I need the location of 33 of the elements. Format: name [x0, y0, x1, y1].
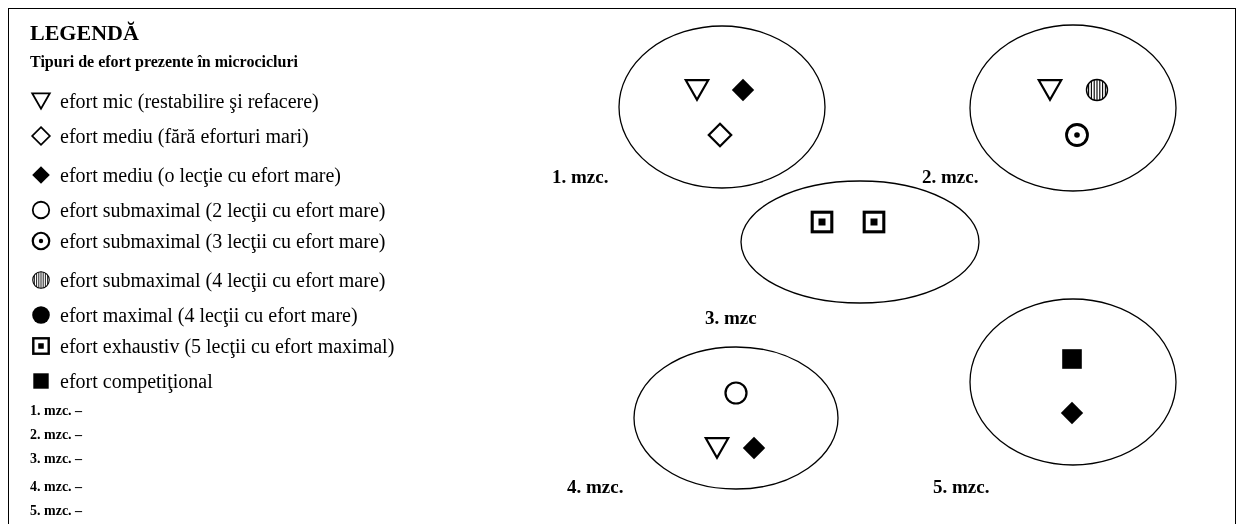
legend-text: efort mediu (o lecţie cu efort mare) — [60, 163, 341, 187]
cycle-caption: 2. mzc. — [922, 165, 979, 189]
cycle-label: 2. mzc. – — [30, 426, 83, 444]
circle-icon — [722, 379, 750, 407]
legend-text: efort submaximal (2 lecţii cu efort mare) — [60, 198, 386, 222]
cycle-caption: 4. mzc. — [567, 475, 624, 499]
triangle-icon — [1036, 76, 1064, 104]
triangle-icon — [703, 434, 731, 462]
legend-text: efort competiţional — [60, 369, 213, 393]
legend-text: efort submaximal (4 lecţii cu efort mare) — [60, 268, 386, 292]
cycle-caption: 1. mzc. — [552, 165, 609, 189]
cycle-label: 1. mzc. – — [30, 402, 83, 420]
legend-text: efort submaximal (3 lecţii cu efort mare) — [60, 229, 386, 253]
legend-heading: LEGENDĂ — [30, 20, 139, 46]
triangle-icon — [683, 76, 711, 104]
legend-text: efort mic (restabilire şi refacere) — [60, 89, 319, 113]
legend-text: efort maximal (4 lecţii cu efort mare) — [60, 303, 358, 327]
cycle-label: 5. mzc. – — [30, 502, 83, 520]
legend-subtitle: Tipuri de efort prezente în microcicluri — [30, 53, 298, 71]
diamond-icon — [1058, 399, 1086, 427]
cycle-caption: 5. mzc. — [933, 475, 990, 499]
circle-icon — [1063, 121, 1091, 149]
legend-text: efort mediu (fără eforturi mari) — [60, 124, 309, 148]
square-icon — [808, 208, 836, 236]
cycle-label: 4. mzc. – — [30, 478, 83, 496]
cycle-caption: 3. mzc — [705, 306, 757, 330]
circle-icon — [1083, 76, 1111, 104]
diamond-icon — [740, 434, 768, 462]
diamond-icon — [706, 121, 734, 149]
diamond-icon — [729, 76, 757, 104]
legend-text: efort exhaustiv (5 lecţii cu efort maximal) — [60, 334, 395, 358]
square-icon — [860, 208, 888, 236]
cycle-label: 3. mzc. – — [30, 450, 83, 468]
